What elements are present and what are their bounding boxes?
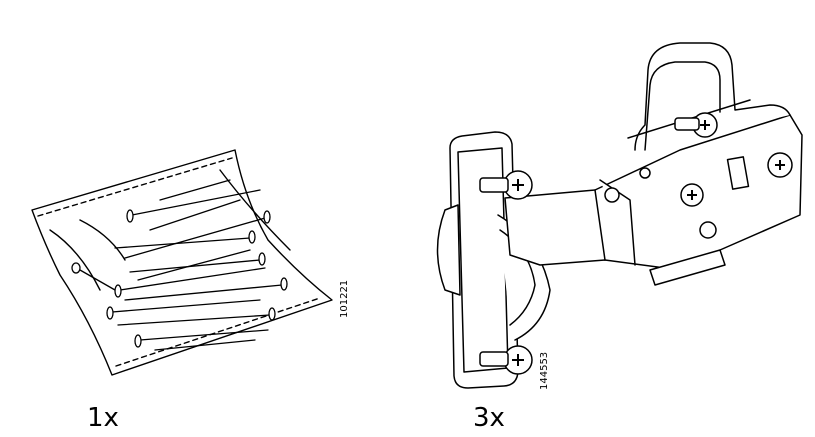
part-cabinet-hinge-article-number: 144553 — [539, 351, 550, 390]
part-cabinet-hinge — [420, 40, 810, 390]
cabinet-hinge-icon — [436, 42, 803, 389]
part-nail-bag-article-number: 101221 — [339, 279, 350, 318]
part-nail-bag — [20, 140, 340, 390]
part-nail-bag-quantity: 1x — [87, 403, 119, 433]
part-cabinet-hinge-quantity: 3x — [473, 403, 505, 433]
nail-bag-icon — [31, 149, 333, 376]
